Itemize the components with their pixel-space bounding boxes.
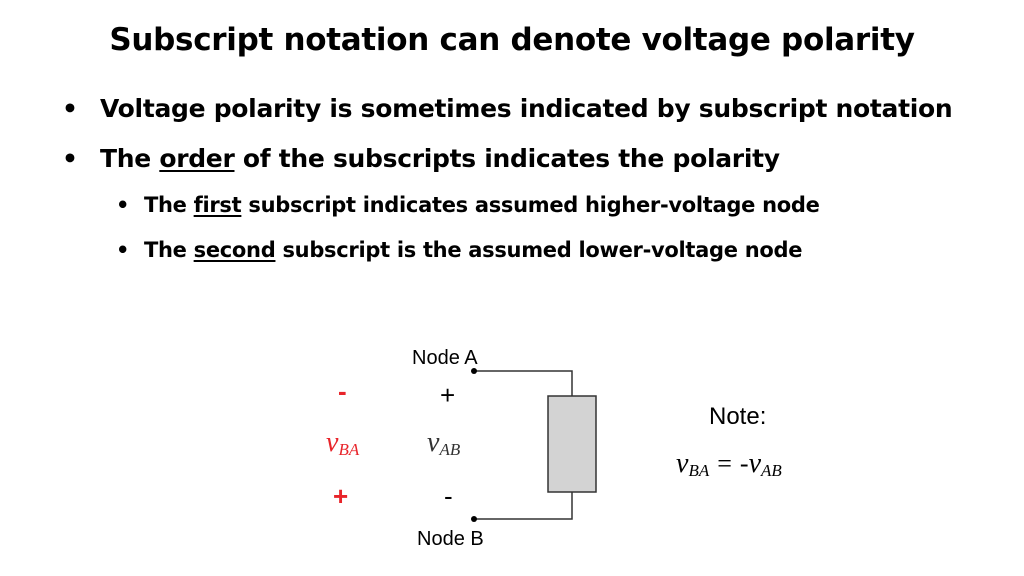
page-title: Subscript notation can denote voltage po…: [109, 22, 915, 58]
bullet-voltage-polarity: Voltage polarity is sometimes indicated …: [62, 90, 1002, 127]
node-b-label: Node B: [417, 528, 484, 550]
plus-sign: +: [440, 380, 455, 410]
subbullet-underlined-word: second: [193, 238, 276, 262]
note-label: Note:: [709, 403, 766, 430]
subbullet-text-post: subscript is the assumed lower-voltage n…: [275, 238, 803, 262]
voltage-vba-red: vBA: [326, 427, 360, 459]
note-equation: vBA=-vAB: [676, 448, 782, 480]
bullet-list: Voltage polarity is sometimes indicated …: [62, 90, 1002, 280]
node-a-label: Node A: [412, 347, 478, 369]
subbullet-first: The first subscript indicates assumed hi…: [116, 190, 1002, 220]
bullet-text: Voltage polarity is sometimes indicated …: [100, 94, 953, 123]
bullet-text-post: of the subscripts indicates the polarity: [234, 144, 780, 173]
node-b-dot: [471, 516, 477, 522]
subbullet-underlined-word: first: [193, 193, 242, 217]
bullet-underlined-word: order: [159, 144, 235, 173]
bullet-text-pre: The: [100, 144, 160, 173]
subbullet-text-pre: The: [144, 238, 194, 262]
subbullet-second: The second subscript is the assumed lowe…: [116, 235, 1002, 265]
bullet-order: The order of the subscripts indicates th…: [62, 140, 1002, 177]
wire-top: [474, 370, 573, 396]
wire-bottom: [474, 492, 573, 520]
subbullet-text-post: subscript indicates assumed higher-volta…: [241, 193, 820, 217]
minus-sign: -: [444, 481, 453, 511]
voltage-vab: vAB: [427, 427, 461, 459]
resistor-element: [547, 395, 597, 493]
plus-sign-red: +: [333, 481, 348, 511]
minus-sign-red: -: [338, 376, 347, 406]
subbullet-text-pre: The: [144, 193, 194, 217]
node-a-dot: [471, 368, 477, 374]
